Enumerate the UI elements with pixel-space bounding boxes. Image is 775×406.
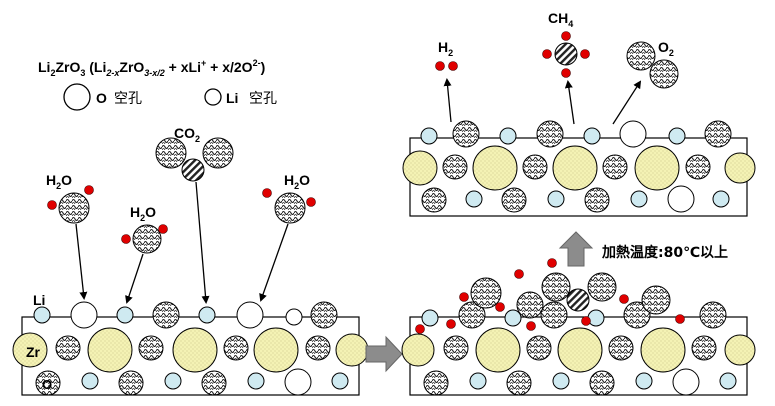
heated-zr-row [402,145,756,191]
formula-text: Li2ZrO3 (Li2-xZrO3-x/2 + xLi+ + x/2O2-) [38,58,265,78]
left-li-row [33,301,338,329]
adsorbed-bottom-row [423,368,737,396]
adsorbed-li-row [421,301,727,329]
adsorbed-species [415,258,685,334]
heated-crystal-slab [402,120,756,217]
zr-side-label: Zr [26,344,41,360]
adsorbed-zr-row [401,327,756,373]
h2o-label-1: H2O [46,172,72,191]
h2o-molecule-3: H2O [259,172,316,302]
o-vacancy-symbol [63,83,91,111]
h2o-molecule-2: H2O [121,204,168,304]
adsorbed-crystal-slab [401,258,756,396]
li-vacancy-prefix: Li [226,90,238,106]
li-side-label: Li [33,292,45,308]
o-vacancy-label: 空孔 [114,91,142,107]
h2o-molecule-1: H2O [46,172,94,300]
ch4-molecule: CH4 [542,10,590,125]
process-arrow-right [365,335,403,373]
h2o-label-2: H2O [130,204,156,223]
h2o-label-3: H2O [284,172,310,191]
li-vacancy-symbol [204,88,222,106]
li-vacancy-label: 空孔 [249,91,277,107]
heating-temperature-label: 加熱温度:80℃以上 [601,244,728,261]
co2-molecule: CO2 [155,125,234,304]
o2-label: O2 [658,39,674,58]
ch4-label: CH4 [548,10,573,29]
heated-bottom-row [421,185,730,213]
legend-li-vacancy: Li 空孔 [204,88,277,107]
left-crystal-slab: Li Zr O [12,292,369,396]
h2-molecule: H2 [435,39,458,123]
left-zr-row [12,327,369,373]
o-side-label: O [42,377,52,392]
co2-label: CO2 [174,125,200,144]
heated-li-row [420,120,732,148]
left-bottom-row [35,368,349,396]
o2-molecule: O2 [612,39,679,125]
process-arrow-up [558,231,594,267]
legend-o-vacancy: O 空孔 [63,83,142,111]
h2-label: H2 [438,39,453,58]
o-vacancy-prefix: O [96,90,107,106]
